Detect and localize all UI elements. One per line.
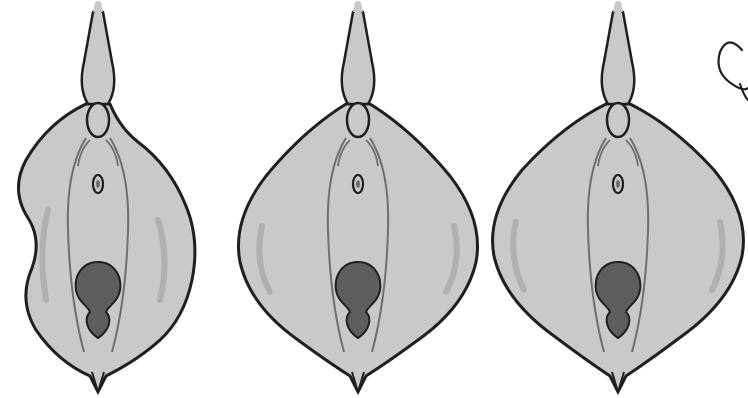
illustration-panel-3: [493, 1, 744, 392]
illustration-panel-2: [238, 1, 477, 392]
illustration-panel-1: [18, 1, 194, 392]
logo-mark: [719, 42, 748, 100]
